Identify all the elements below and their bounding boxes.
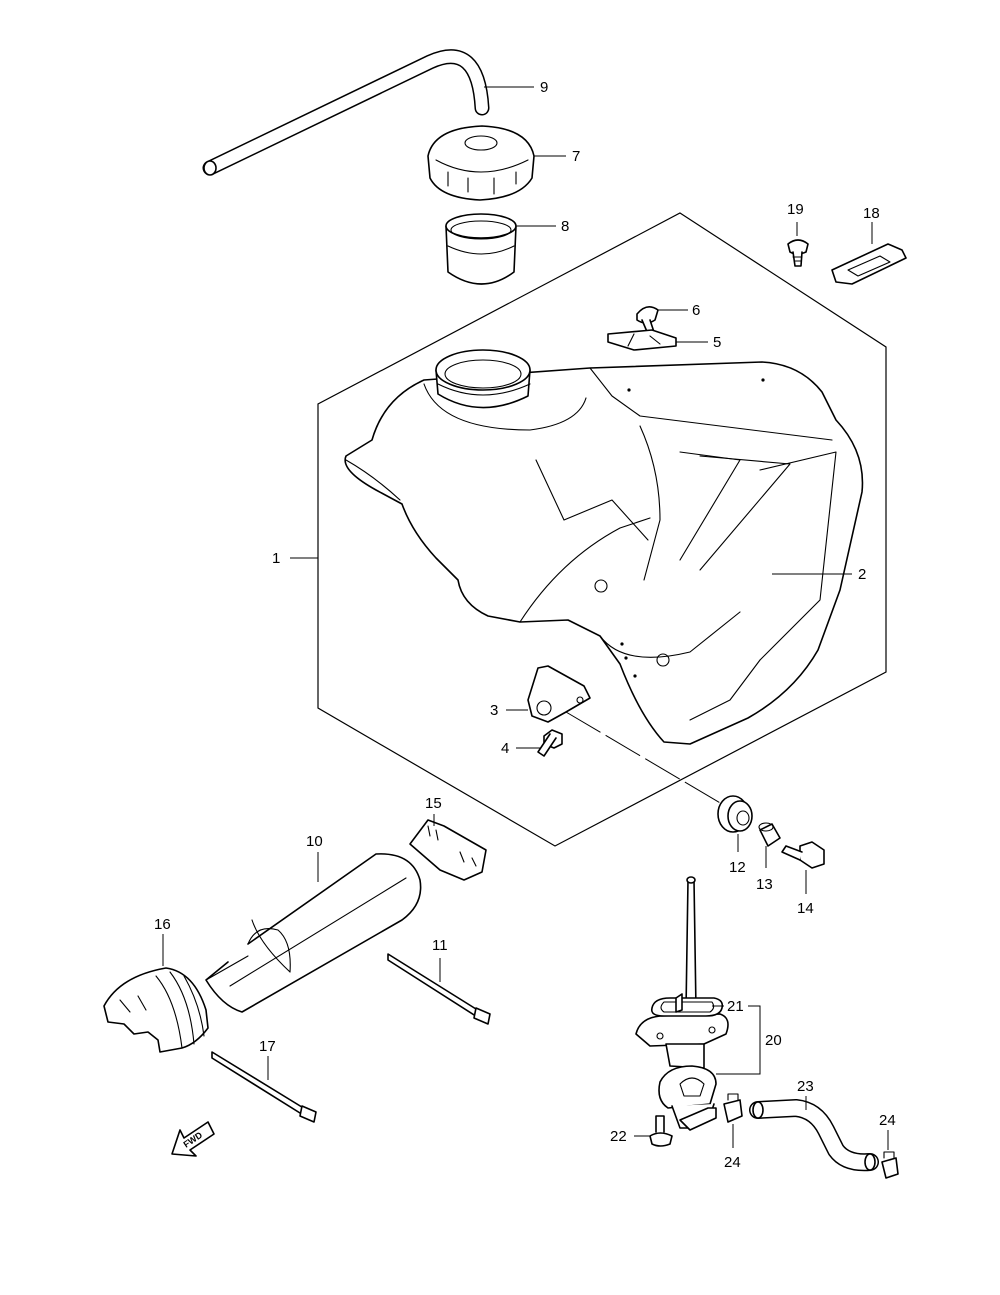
callout-5: 5 [713,334,721,351]
cover-sleeve-part-10 [205,853,422,1013]
callout-14: 14 [797,900,814,917]
callout-20: 20 [765,1032,782,1049]
callout-21: 21 [727,998,744,1015]
leader-lines [162,86,889,1150]
screw-part-22 [649,1115,673,1147]
callout-23: 23 [797,1078,814,1095]
collar-part-13 [758,822,781,847]
callout-24-right: 24 [879,1112,896,1129]
strap-part-18 [831,243,907,285]
callout-22: 22 [610,1128,627,1145]
fuel-cock-part-20 [635,876,729,1131]
tank-assembly-frame [317,212,887,847]
callout-6: 6 [692,302,700,319]
bolt-part-4 [537,729,563,757]
tie-band-part-11 [387,953,491,1025]
filler-ring-part-8 [445,213,517,285]
callout-10: 10 [306,833,323,850]
callout-12: 12 [729,859,746,876]
callout-8: 8 [561,218,569,235]
alignment-line [565,711,723,805]
fuel-cap-part-7 [427,125,535,201]
cushion-part-16 [103,967,209,1053]
mounting-plate-part-3 [527,665,591,723]
callout-3: 3 [490,702,498,719]
callout-7: 7 [572,148,580,165]
bolt-part-19 [787,239,809,267]
fuel-tank-part-1 [344,361,864,745]
callout-4: 4 [501,740,509,757]
tank-filler-neck [435,349,531,409]
callout-18: 18 [863,205,880,222]
callout-19: 19 [787,201,804,218]
callout-2: 2 [858,566,866,583]
fuel-hose-part-23 [749,1099,879,1172]
callout-11: 11 [432,937,448,954]
bolt-part-14 [781,841,825,869]
breather-hose-part-9 [202,49,490,176]
forward-arrow-icon: FWD [171,1121,215,1157]
callout-1: 1 [272,550,280,567]
callout-16: 16 [154,916,171,933]
tie-band-part-17 [211,1051,317,1123]
callout-9: 9 [540,79,548,96]
clip-part-24-b [881,1151,899,1179]
callout-17: 17 [259,1038,276,1055]
callout-15: 15 [425,795,442,812]
clamp-bracket-part-15 [409,819,487,881]
grommet-part-12 [717,795,753,833]
gasket-part-21 [650,993,724,1017]
bracket-part-5 [607,329,677,351]
callout-24-left: 24 [724,1154,741,1171]
clip-part-24-a [723,1093,743,1123]
callout-13: 13 [756,876,773,893]
